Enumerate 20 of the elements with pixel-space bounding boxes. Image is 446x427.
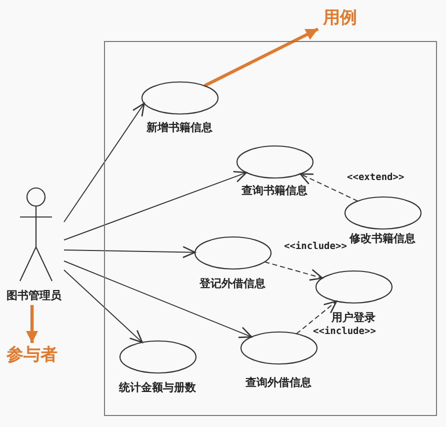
dependency-arrow	[300, 173, 358, 202]
association-arrow	[64, 102, 145, 222]
association-arrow	[64, 246, 196, 258]
use-case-label: 新增书籍信息	[146, 120, 214, 134]
actor-label: 图书管理员	[6, 289, 62, 303]
callout-label: 参与者	[6, 344, 58, 367]
association-arrow	[64, 270, 143, 344]
system-boundary	[104, 41, 437, 416]
dependency-arrow	[296, 300, 338, 334]
callout-arrow	[204, 28, 319, 88]
use-case-label: 查询外借信息	[244, 376, 312, 390]
use-case-label: 用户登录	[330, 310, 376, 324]
callout-arrow	[26, 305, 38, 343]
association-arrow	[64, 171, 248, 240]
dependency-arrow	[264, 261, 324, 281]
use-case-label: 统计金额与册数	[118, 380, 197, 394]
use-case-label: 登记外借信息	[198, 276, 266, 290]
association-arrow	[64, 260, 252, 338]
callout-label: 用例	[322, 7, 358, 30]
use-case-label: 查询书籍信息	[240, 184, 308, 198]
